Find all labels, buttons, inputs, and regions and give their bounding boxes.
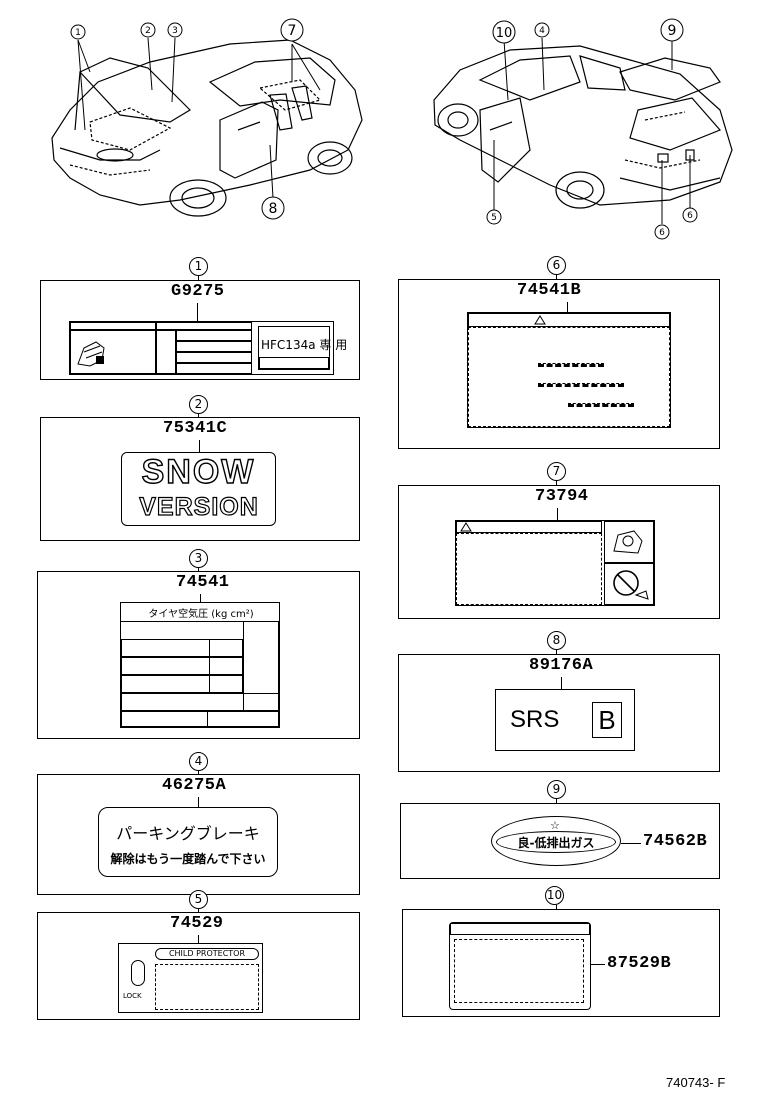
callout-2: 2 xyxy=(145,26,151,36)
label-10-sticker xyxy=(449,922,591,1010)
label-2-number: 2 xyxy=(189,395,208,414)
label-3-code: 74541 xyxy=(176,573,230,592)
label-1-code: G9275 xyxy=(171,282,225,301)
label-10-panel: 87529B xyxy=(402,909,720,1017)
label-3-number: 3 xyxy=(189,549,208,568)
label-6-code: 74541B xyxy=(517,281,582,300)
label-5-number: 5 xyxy=(189,890,208,909)
label-1-hfc-text: HFC134a 専 用 xyxy=(261,338,348,352)
diagram-reference: 740743- F xyxy=(666,1075,726,1090)
lock-switch-icon xyxy=(131,960,145,986)
label-7-panel: 73794 xyxy=(398,485,720,619)
warning-triangle-icon xyxy=(534,315,546,325)
callout-3: 3 xyxy=(172,26,178,36)
callout-4: 4 xyxy=(539,26,545,36)
label-10-code: 87529B xyxy=(607,954,672,973)
label-5-sticker: LOCK CHILD PROTECTOR xyxy=(118,943,263,1013)
label-1-number: 1 xyxy=(189,257,208,276)
label-2-code: 75341C xyxy=(163,419,228,438)
label-3-sticker: タイヤ空気圧 (kg cm²) xyxy=(120,602,280,728)
label-9-panel: ☆ 良-低排出ガス 74562B xyxy=(400,803,720,879)
label-3-title: タイヤ空気圧 (kg cm²) xyxy=(148,609,254,620)
label-9-code: 74562B xyxy=(643,832,708,851)
callout-1: 1 xyxy=(75,28,81,38)
label-9-number: 9 xyxy=(547,780,566,799)
label-2-sticker: SNOW VERSION xyxy=(121,452,276,526)
label-1-sticker: HFC134a 専 用 xyxy=(69,321,347,375)
label-4-code: 46275A xyxy=(162,776,227,795)
label-7-sticker xyxy=(455,520,655,606)
label-4-panel: 46275A パーキングブレーキ 解除はもう一度踏んで下さい xyxy=(37,774,360,895)
label-8-b: B xyxy=(598,705,616,735)
label-4-line1: パーキングブレーキ xyxy=(116,824,260,843)
label-8-code: 89176A xyxy=(529,656,594,675)
callout-10: 10 xyxy=(496,26,513,41)
callout-9: 9 xyxy=(668,23,677,39)
label-9-sticker: ☆ 良-低排出ガス xyxy=(491,816,621,866)
callout-5: 5 xyxy=(491,213,497,223)
label-2-version: VERSION xyxy=(139,492,259,521)
label-5-title: CHILD PROTECTOR xyxy=(168,949,246,958)
label-5-panel: 74529 LOCK CHILD PROTECTOR xyxy=(37,912,360,1020)
label-7-code: 73794 xyxy=(535,487,589,506)
callout-6b: 6 xyxy=(687,211,693,221)
label-8-srs: SRS xyxy=(510,706,560,733)
label-2-panel: 75341C SNOW VERSION xyxy=(40,417,360,541)
callout-7: 7 xyxy=(288,23,297,39)
label-3-panel: 74541 タイヤ空気圧 (kg cm²) xyxy=(37,571,360,739)
car-rear-illustration: 10 4 9 5 6 6 xyxy=(433,18,733,240)
label-7-number: 7 xyxy=(547,462,566,481)
callout-6a: 6 xyxy=(659,228,665,238)
label-4-sticker: パーキングブレーキ 解除はもう一度踏んで下さい xyxy=(98,807,278,877)
label-5-code: 74529 xyxy=(170,914,224,933)
star-icon: ☆ xyxy=(550,819,560,832)
label-5-lock: LOCK xyxy=(123,992,142,1000)
label-9-text: 良-低排出ガス xyxy=(517,836,595,850)
label-8-number: 8 xyxy=(547,631,566,650)
label-6-sticker xyxy=(467,312,671,428)
label-6-number: 6 xyxy=(547,256,566,275)
label-8-sticker: SRS B xyxy=(495,689,635,751)
ac-compressor-icon xyxy=(77,341,105,367)
label-1-panel: G9275 HFC134a 専 用 xyxy=(40,280,360,380)
label-6-panel: 74541B xyxy=(398,279,720,449)
child-seat-icon xyxy=(613,530,643,554)
label-8-panel: 89176A SRS B xyxy=(398,654,720,772)
warning-triangle-icon-2 xyxy=(460,522,472,532)
callout-8: 8 xyxy=(269,201,278,217)
label-4-number: 4 xyxy=(189,752,208,771)
label-10-number: 10 xyxy=(545,886,564,905)
car-front-illustration: 1 2 3 7 8 xyxy=(51,18,363,220)
label-2-snow: SNOW xyxy=(126,452,271,492)
label-4-line2: 解除はもう一度踏んで下さい xyxy=(110,852,266,866)
no-rear-facing-seat-icon xyxy=(613,570,649,600)
